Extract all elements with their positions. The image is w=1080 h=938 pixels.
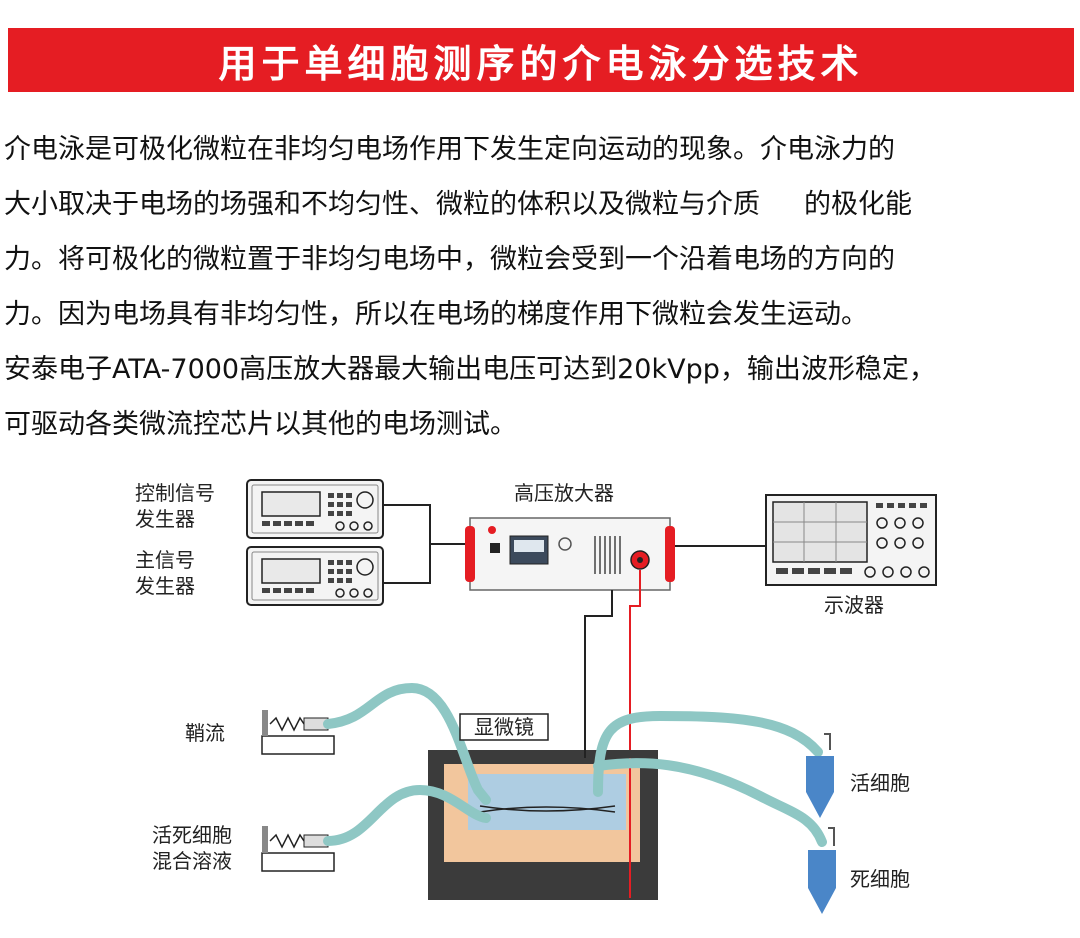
intro-line-1: 介电泳是可极化微粒在非均匀电场作用下发生定向运动的现象。介电泳力的 [4,134,895,165]
product-line-2: 可驱动各类微流控芯片以其他的电场测试。 [4,409,517,440]
high-voltage-amplifier [465,517,675,591]
label-sheath: 鞘流 [185,721,225,745]
label-oscilloscope: 示波器 [824,593,884,617]
intro-line-2: 大小取决于电场的场强和不均匀性、微粒的体积以及微粒与介质 的极化能 [4,177,1080,232]
dead-cell-vial [808,827,836,914]
generator-wires [383,504,465,584]
intro-line-4: 力。因为电场具有非均匀性，所以在电场的梯度作用下微粒会发生运动。 [4,299,868,330]
microscope-box [459,713,549,741]
fluid-tubing [323,682,827,847]
label-dead-cells: 死细胞 [850,867,910,891]
intro-line-2b: 的极化能 [804,189,912,220]
label-main-generator-1: 主信号 [135,548,195,572]
product-paragraph: 安泰电子ATA-7000高压放大器最大输出电压可达到20kVpp，输出波形稳定，… [4,342,1080,452]
setup-diagram: 控制信号 发生器 主信号 发生器 高压放大器 示波器 鞘流 显微镜 活死细胞 混… [135,479,937,914]
intro-paragraph: 介电泳是可极化微粒在非均匀电场作用下发生定向运动的现象。介电泳力的 大小取决于电… [4,122,1080,342]
label-cell-mix-2: 混合溶液 [152,849,232,873]
main-signal-generator [246,546,384,606]
intro-line-3: 力。将可极化的微粒置于非均匀电场中，微粒会受到一个沿着电场的方向的 [4,244,895,275]
oscilloscope [765,494,937,586]
label-live-cells: 活细胞 [850,771,910,795]
label-amplifier: 高压放大器 [514,481,614,505]
product-line-1: 安泰电子ATA-7000高压放大器最大输出电压可达到20kVpp，输出波形稳定， [4,354,936,385]
label-control-generator-1: 控制信号 [135,481,215,505]
label-control-generator-2: 发生器 [135,507,195,531]
label-cell-mix-1: 活死细胞 [152,823,232,847]
cell-mix-syringe [261,826,335,872]
sheath-syringe [261,710,335,755]
page-title: 用于单细胞测序的介电泳分选技术 [8,28,1074,92]
live-cell-vial [806,733,834,818]
control-signal-generator [246,479,384,539]
label-microscope: 显微镜 [474,715,534,739]
intro-line-2a: 大小取决于电场的场强和不均匀性、微粒的体积以及微粒与介质 [4,189,760,220]
label-main-generator-2: 发生器 [135,574,195,598]
microfluidic-chip [428,750,658,900]
